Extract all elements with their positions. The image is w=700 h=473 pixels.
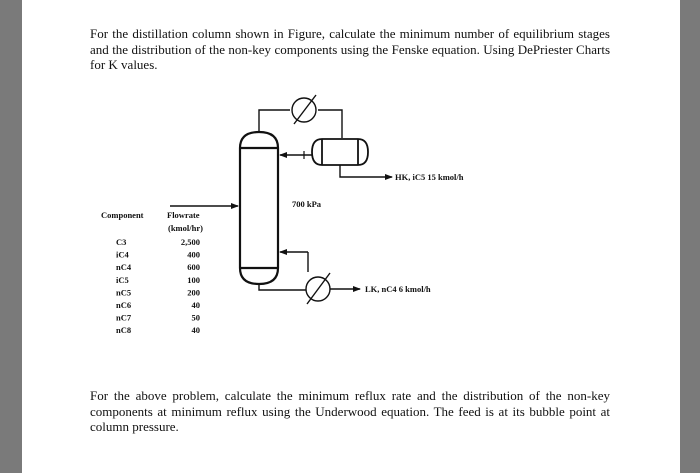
table-cell-component: nC8 — [116, 325, 131, 335]
overhead-vapor-line — [258, 109, 290, 132]
table-cell-flowrate: 400 — [187, 250, 200, 260]
table-cell-component: iC5 — [116, 275, 129, 285]
condenser — [291, 94, 317, 125]
table-cell-flowrate: 40 — [192, 300, 201, 310]
problem-statement-2: For the above problem, calculate the min… — [90, 388, 610, 434]
table-cell-flowrate: 100 — [187, 275, 200, 285]
pressure-label: 700 kPa — [292, 199, 322, 209]
table-cell-flowrate: 600 — [187, 262, 200, 272]
table-cell-flowrate: 2,500 — [181, 237, 200, 247]
table-cell-component: nC4 — [116, 262, 132, 272]
reboiler — [305, 272, 331, 305]
table-cell-flowrate: 50 — [192, 313, 201, 323]
table-cell-component: nC5 — [116, 287, 131, 297]
table-cell-component: nC7 — [116, 313, 132, 323]
table-header-flowrate: Flowrate — [167, 210, 200, 220]
table-header-units: (kmol/hr) — [168, 223, 203, 233]
bottoms-label: LK, nC4 6 kmol/h — [365, 284, 431, 294]
table-header-component: Component — [101, 210, 144, 220]
distillate-line — [339, 165, 393, 180]
table-cell-flowrate: 200 — [187, 287, 200, 297]
distillate-label: HK, iC5 15 kmol/h — [395, 172, 464, 182]
document-page: For the distillation column shown in Fig… — [22, 0, 680, 473]
condenser-outlet-line — [318, 109, 343, 138]
table-cell-component: C3 — [116, 237, 126, 247]
distillation-column — [238, 130, 280, 286]
table-cell-component: nC6 — [116, 300, 131, 310]
problem-statement-1: For the distillation column shown in Fig… — [90, 26, 610, 72]
feed-composition-table: Component Flowrate (kmol/hr) C3 2,500 iC4 4… — [101, 210, 203, 335]
distillation-column-figure: HK, iC5 15 kmol/h 700 kPa LK, nC4 6 kmol… — [101, 94, 464, 335]
table-cell-flowrate: 40 — [192, 325, 201, 335]
table-cell-component: iC4 — [116, 250, 130, 260]
bottoms-draw-line — [258, 284, 306, 291]
reflux-drum — [311, 138, 369, 166]
